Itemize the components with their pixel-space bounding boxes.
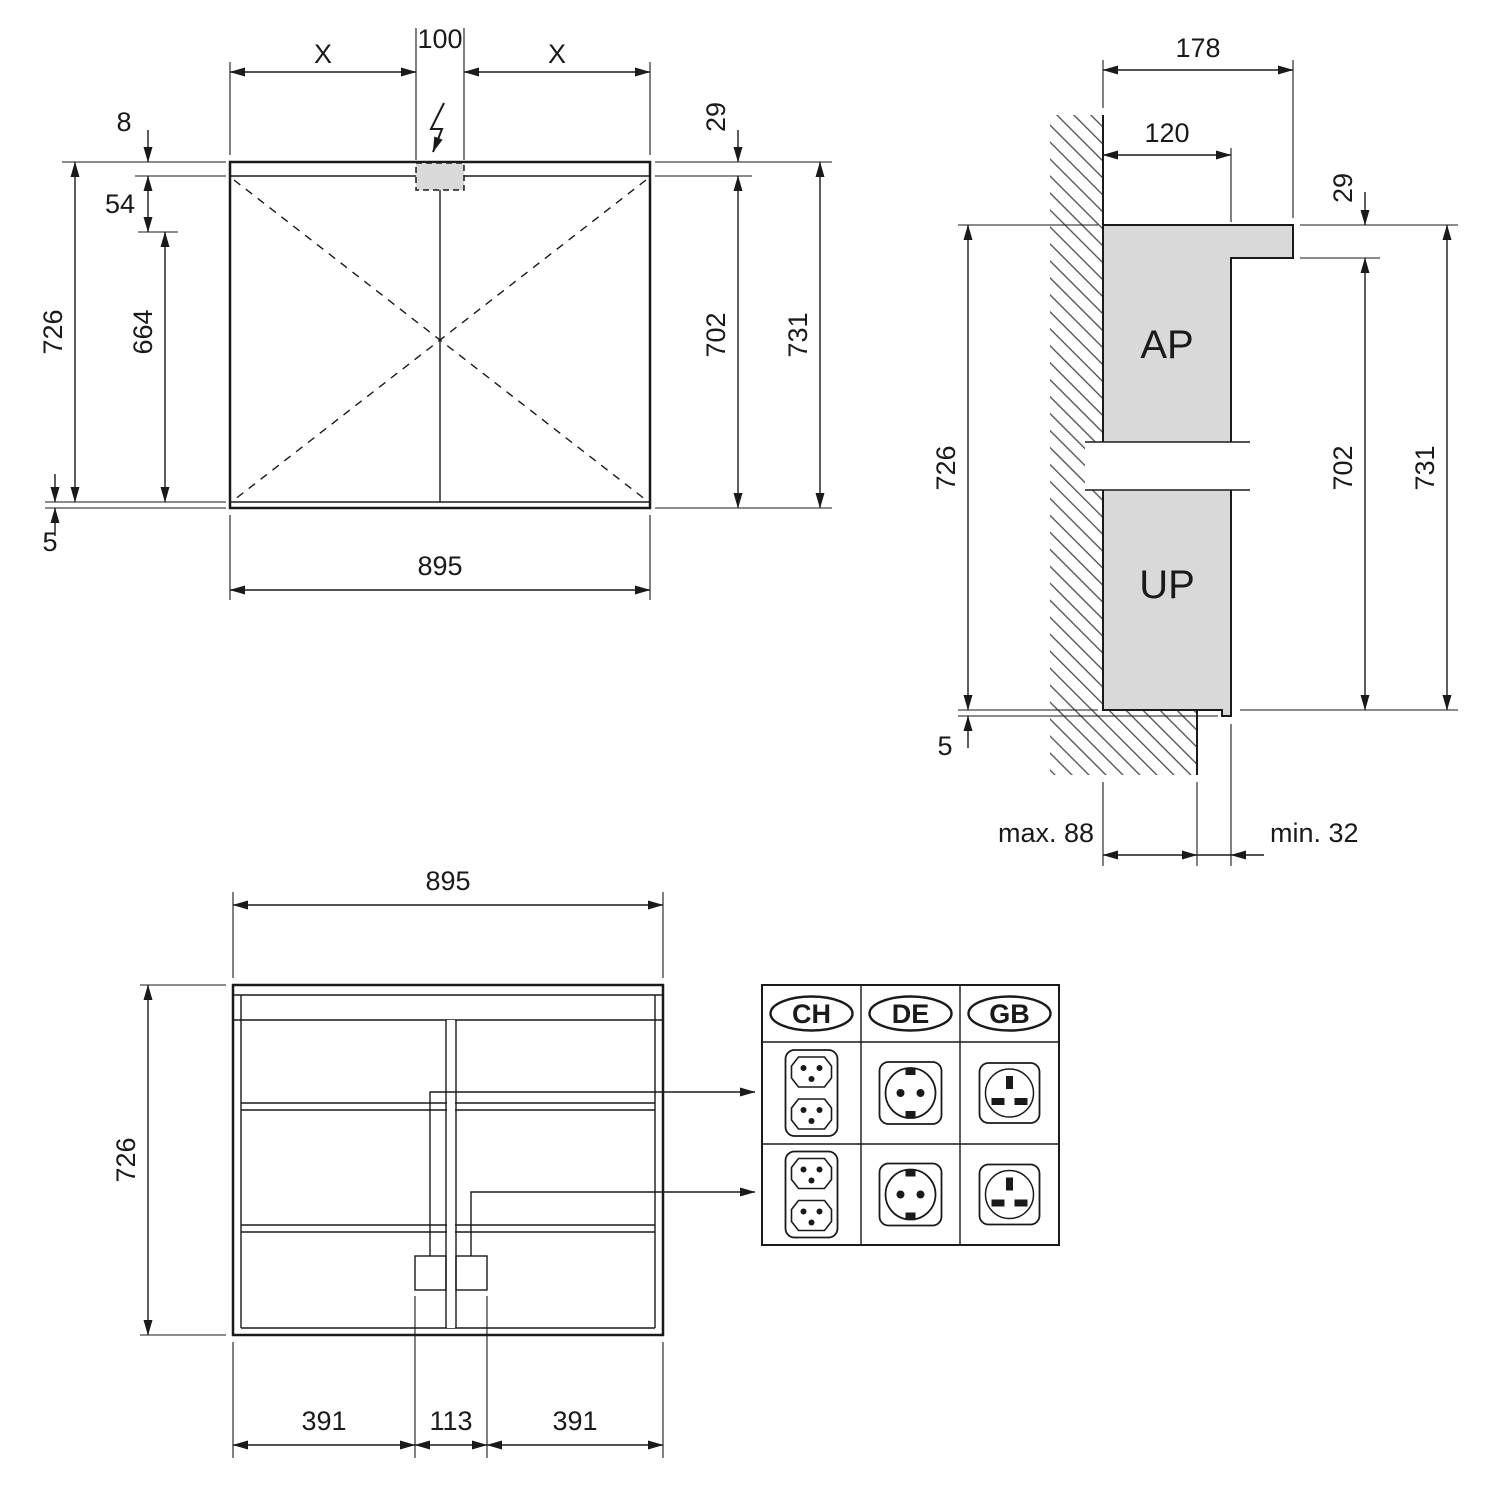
- country-badge-ch: [769, 995, 854, 1032]
- label-surface-mount: AP: [1140, 323, 1193, 367]
- side-view: AP UP 178 120 29 702 731 726: [931, 33, 1458, 866]
- dim-label-29: 29: [701, 102, 731, 132]
- interior-bottom-extension-lines: [232, 1296, 664, 1458]
- dim-label-5-side: 5: [937, 731, 952, 761]
- dim-label-895: 895: [417, 551, 462, 581]
- uk-socket-icon: [978, 1163, 1041, 1226]
- dim-label-cutout-100: 100: [417, 24, 462, 54]
- socket-unit-right: [455, 1255, 488, 1291]
- interior-view: 895 726 391 113 391: [111, 866, 756, 1458]
- dim-label-726: 726: [38, 309, 68, 354]
- dim-label-391-left: 391: [301, 1406, 346, 1436]
- dim-label-54: 54: [105, 189, 135, 219]
- country-badge-gb: [967, 995, 1052, 1032]
- leader-arrow-bottom: [470, 1187, 756, 1256]
- header-label-gb: GB: [989, 999, 1030, 1029]
- break-gap: [1085, 442, 1250, 490]
- side-left-extension-lines: [958, 224, 1218, 717]
- dim-label-731-side: 731: [1410, 445, 1440, 490]
- swiss-socket-icon: [786, 1050, 838, 1136]
- front-view: X 100 X 726 8 54 664 5 29 702: [38, 24, 832, 600]
- leader-arrow-top: [429, 1087, 756, 1256]
- wall-hatch: [1050, 115, 1197, 775]
- label-flush-mount: UP: [1139, 563, 1195, 607]
- dim-label-113: 113: [429, 1406, 472, 1436]
- country-badge-de: [868, 995, 953, 1032]
- socket-unit-left: [414, 1255, 447, 1291]
- dim-label-5: 5: [42, 527, 57, 557]
- dim-label-702-side: 702: [1328, 445, 1358, 490]
- dim-label-726-side: 726: [931, 445, 961, 490]
- uk-socket-icon: [978, 1062, 1041, 1124]
- schuko-socket-icon: [878, 1162, 943, 1227]
- schuko-socket-icon: [878, 1061, 943, 1125]
- swiss-socket-icon: [786, 1152, 838, 1238]
- dim-label-x-right: X: [548, 39, 566, 69]
- socket-table: CH DE GB: [761, 984, 1060, 1246]
- dim-label-731: 731: [783, 312, 813, 357]
- dim-label-664: 664: [128, 309, 158, 354]
- header-label-ch: CH: [792, 999, 831, 1029]
- dim-label-726-interior: 726: [111, 1137, 141, 1182]
- interior-cabinet-outline: [231, 983, 665, 1337]
- side-top-extension-lines: [1102, 60, 1294, 222]
- dim-label-max88: max. 88: [998, 818, 1094, 848]
- dim-label-391-right: 391: [552, 1406, 597, 1436]
- interior-left-extension-lines: [140, 984, 226, 1336]
- socket-table-grid: [762, 985, 1059, 1245]
- dim-label-120: 120: [1144, 118, 1189, 148]
- front-top-extension-lines: [229, 28, 651, 160]
- dim-label-702: 702: [701, 312, 731, 357]
- dim-label-29-side: 29: [1328, 173, 1358, 203]
- front-cabinet-outline: [228, 160, 652, 510]
- lightning-icon: [429, 102, 445, 153]
- front-left-extension-lines: [45, 161, 226, 509]
- dim-label-x-left: X: [314, 39, 332, 69]
- power-outlet-zone: [415, 162, 465, 191]
- socket-table-outline: [761, 984, 1060, 1246]
- dim-label-895-interior: 895: [425, 866, 470, 896]
- dim-label-178: 178: [1175, 33, 1220, 63]
- dim-label-min32: min. 32: [1270, 818, 1359, 848]
- dim-label-8: 8: [116, 107, 131, 137]
- center-divider-fill: [447, 1020, 455, 1328]
- header-label-de: DE: [892, 999, 930, 1029]
